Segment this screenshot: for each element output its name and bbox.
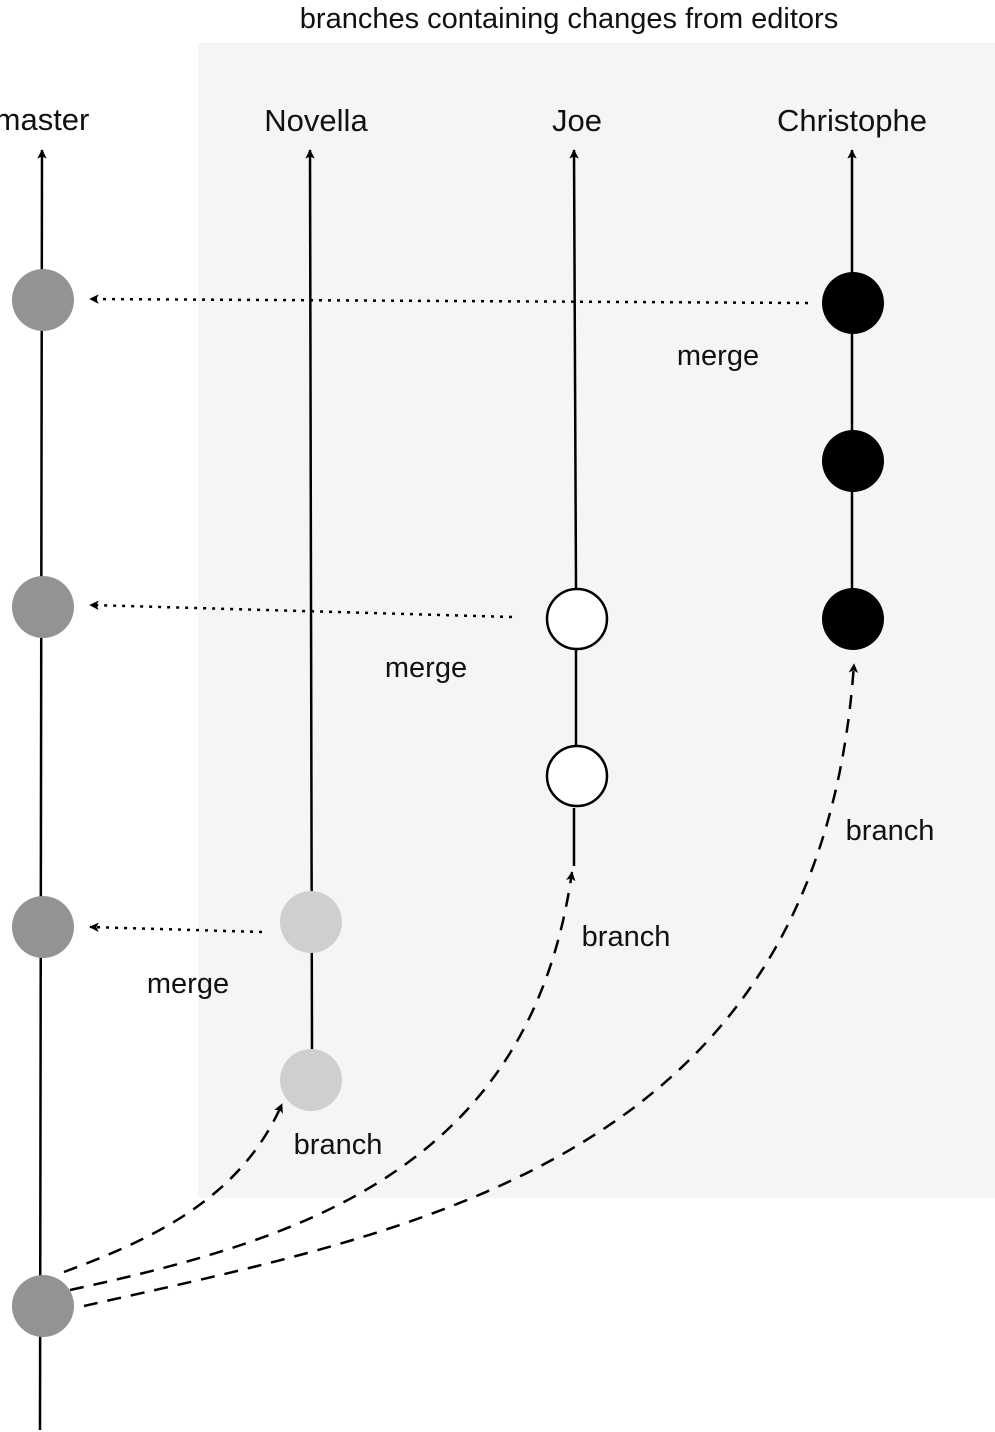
branch-curve-christophe: [83, 663, 859, 1308]
master-commit: [12, 1275, 74, 1337]
branch-label-novella: branch: [294, 1129, 383, 1161]
master-commit: [12, 576, 74, 638]
master-commit: [12, 896, 74, 958]
joe-commit: [545, 587, 609, 651]
merge-arrow-christophe: [89, 294, 809, 305]
master-line: [37, 149, 47, 1431]
branch-title-christophe: Christophe: [777, 103, 927, 138]
merge-label-joe: merge: [385, 652, 467, 684]
joe-line: [569, 149, 579, 589]
branch-label-joe: branch: [582, 921, 671, 953]
merge-arrow-joe: [89, 600, 513, 619]
branch-label-christophe: branch: [846, 815, 935, 847]
novella-commit: [280, 1049, 342, 1111]
branch-title-joe: Joe: [552, 103, 602, 138]
master-commit: [12, 269, 74, 331]
christophe-commit: [822, 430, 884, 492]
novella-commit: [280, 891, 342, 953]
editors-caption: branches containing changes from editors: [300, 3, 838, 35]
branch-title-novella: Novella: [264, 103, 368, 138]
branch-title-master: master: [0, 102, 89, 137]
branch-curve-joe: [69, 871, 576, 1292]
merge-label-christophe: merge: [677, 340, 759, 372]
merge-arrow-novella: [89, 922, 263, 934]
joe-commit: [545, 744, 609, 808]
branch-curve-novella: [63, 1103, 284, 1274]
christophe-commit: [822, 588, 884, 650]
merge-label-novella: merge: [147, 968, 229, 1000]
christophe-commit: [822, 272, 884, 334]
